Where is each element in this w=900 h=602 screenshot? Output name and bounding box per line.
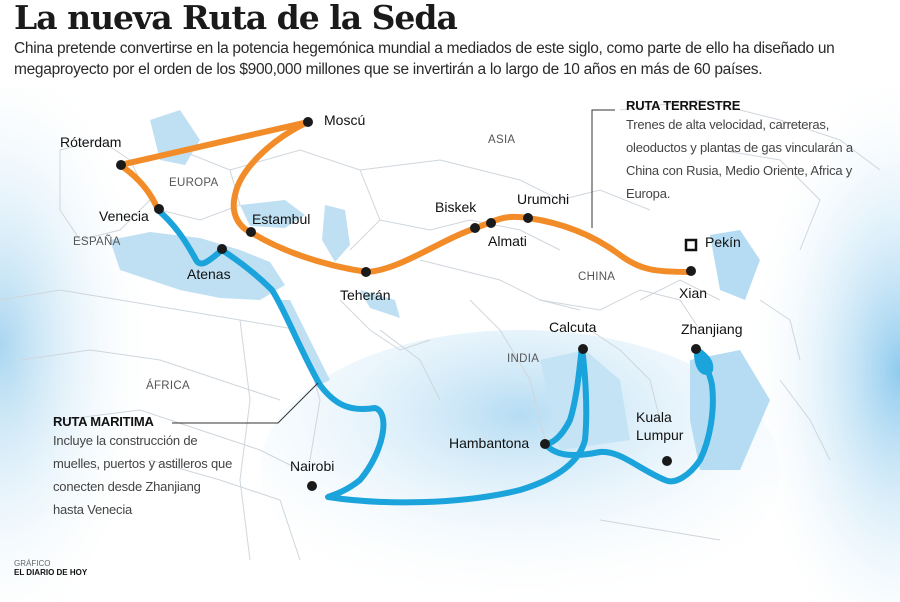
dot-biskek bbox=[470, 223, 480, 233]
dot-atenas bbox=[217, 244, 227, 254]
city-moscu: Moscú bbox=[324, 112, 366, 128]
dot-roterdam bbox=[116, 160, 126, 170]
persian-gulf bbox=[360, 290, 400, 318]
city-calcuta: Calcuta bbox=[549, 319, 597, 335]
indian-ocean bbox=[260, 330, 780, 602]
leader-lines bbox=[172, 109, 615, 424]
region-africa: ÁFRICA bbox=[146, 380, 190, 392]
city-atenas: Atenas bbox=[187, 266, 231, 282]
city-teheran: Teherán bbox=[340, 287, 391, 303]
city-xian: Xian bbox=[679, 285, 708, 301]
city-venecia: Venecia bbox=[99, 208, 149, 224]
sea-route-title: RUTA MARITIMA bbox=[53, 414, 154, 429]
dot-xian bbox=[686, 266, 696, 276]
credit-source: EL DIARIO DE HOY bbox=[14, 568, 88, 577]
map bbox=[0, 88, 900, 602]
dot-estambul bbox=[246, 227, 256, 237]
land-route-description: Trenes de alta velocidad, carreteras, ol… bbox=[626, 117, 853, 201]
dot-hambantona bbox=[540, 439, 550, 449]
land-route-title: RUTA TERRESTRE bbox=[626, 98, 741, 113]
region-china: CHINA bbox=[578, 271, 616, 283]
city-roterdam: Róterdam bbox=[60, 134, 122, 150]
city-dots bbox=[116, 117, 701, 491]
dot-almati bbox=[486, 218, 496, 228]
land-route-callout: RUTA TERRESTRE Trenes de alta velocidad,… bbox=[626, 98, 886, 205]
capital-marker-pekin bbox=[684, 238, 698, 252]
sea-route-description: Incluye la construcción de muelles, puer… bbox=[53, 433, 233, 517]
region-espana: ESPAÑA bbox=[73, 236, 121, 248]
dot-moscu bbox=[303, 117, 313, 127]
dot-zhanjiang bbox=[691, 344, 701, 354]
yellow-sea bbox=[710, 230, 760, 300]
page-subtitle: China pretende convertirse en la potenci… bbox=[14, 40, 835, 78]
dot-calcuta bbox=[578, 344, 588, 354]
region-europa: EUROPA bbox=[169, 177, 219, 189]
city-kuala: Kuala bbox=[636, 409, 672, 425]
city-lumpur: Lumpur bbox=[636, 427, 684, 443]
dot-venecia bbox=[154, 204, 164, 214]
header: La nueva Ruta de la Seda China pretende … bbox=[0, 0, 900, 88]
city-urumchi: Urumchi bbox=[517, 191, 570, 207]
city-almati: Almati bbox=[488, 233, 527, 249]
sea-route-callout: RUTA MARITIMA Incluye la construcción de… bbox=[53, 414, 233, 521]
credit: GRÁFICO EL DIARIO DE HOY bbox=[14, 559, 87, 577]
sea-route bbox=[155, 207, 716, 506]
city-biskek: Biskek bbox=[435, 199, 477, 215]
city-nairobi: Nairobi bbox=[290, 458, 335, 474]
black-sea bbox=[240, 200, 305, 228]
caspian-sea bbox=[322, 205, 350, 262]
dot-kuala-lumpur bbox=[662, 456, 672, 466]
dot-urumchi bbox=[523, 213, 533, 223]
credit-label: GRÁFICO bbox=[14, 559, 51, 568]
city-estambul: Estambul bbox=[252, 211, 311, 227]
city-hambantona: Hambantona bbox=[449, 435, 530, 451]
city-zhanjiang: Zhanjiang bbox=[681, 321, 743, 337]
dot-nairobi bbox=[307, 481, 317, 491]
dot-teheran bbox=[361, 267, 371, 277]
mediterranean-sea bbox=[110, 232, 285, 300]
page-title: La nueva Ruta de la Seda bbox=[14, 0, 458, 37]
region-asia: ASIA bbox=[488, 134, 516, 146]
city-pekin: Pekín bbox=[705, 234, 741, 250]
region-india: INDIA bbox=[507, 353, 540, 365]
